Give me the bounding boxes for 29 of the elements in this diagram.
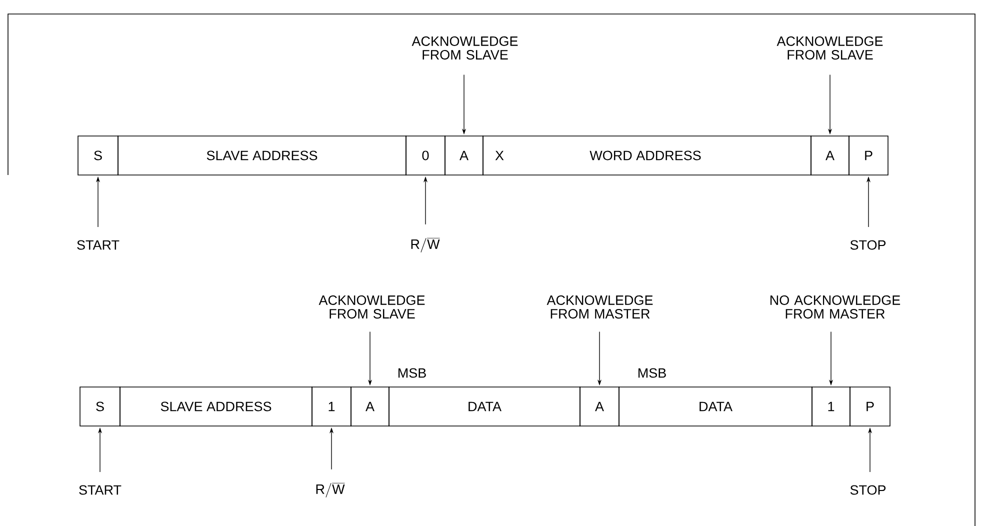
callout-text: ACKNOWLEDGE FROM SLAVE <box>412 36 518 60</box>
field-cell: DATA <box>618 386 812 426</box>
field-cell: SLAVE ADDRESS <box>120 386 312 426</box>
field-cell: S <box>78 136 118 176</box>
callout-text: START <box>79 485 122 495</box>
callout-text: START <box>77 240 120 250</box>
field-cell: A <box>580 386 620 426</box>
field-cell: A <box>350 386 390 426</box>
field-cell: P <box>848 136 888 176</box>
callout-text: ACKNOWLEDGE FROM SLAVE <box>776 36 883 60</box>
field-cell: A <box>810 136 850 176</box>
callout-text: $\mathrm{R}/\overline{\mathrm{W}}$ <box>411 238 440 252</box>
field-cell: 1 <box>812 386 850 426</box>
callout-text: $\mathrm{R}/\overline{\mathrm{W}}$ <box>316 483 345 498</box>
field-cell: SLAVE ADDRESS <box>118 136 406 176</box>
bit-label: MSB <box>398 368 426 378</box>
callout-text: ACKNOWLEDGE FROM MASTER <box>546 295 653 319</box>
bit-label: MSB <box>638 368 666 378</box>
field-cell: X WORD ADDRESS <box>482 136 812 176</box>
callout-text: NO ACKNOWLEDGE FROM MASTER <box>770 295 900 319</box>
field-cell: S <box>80 386 120 426</box>
field-cell: P <box>850 386 890 426</box>
field-cell: 1 <box>312 386 352 426</box>
field-cell: A <box>444 136 484 176</box>
field-cell: DATA <box>388 386 580 426</box>
field-cell: 0 <box>406 136 446 176</box>
callout-text: STOP <box>850 240 886 250</box>
callout-text: ACKNOWLEDGE FROM SLAVE <box>318 295 425 319</box>
callout-text: STOP <box>850 485 886 495</box>
